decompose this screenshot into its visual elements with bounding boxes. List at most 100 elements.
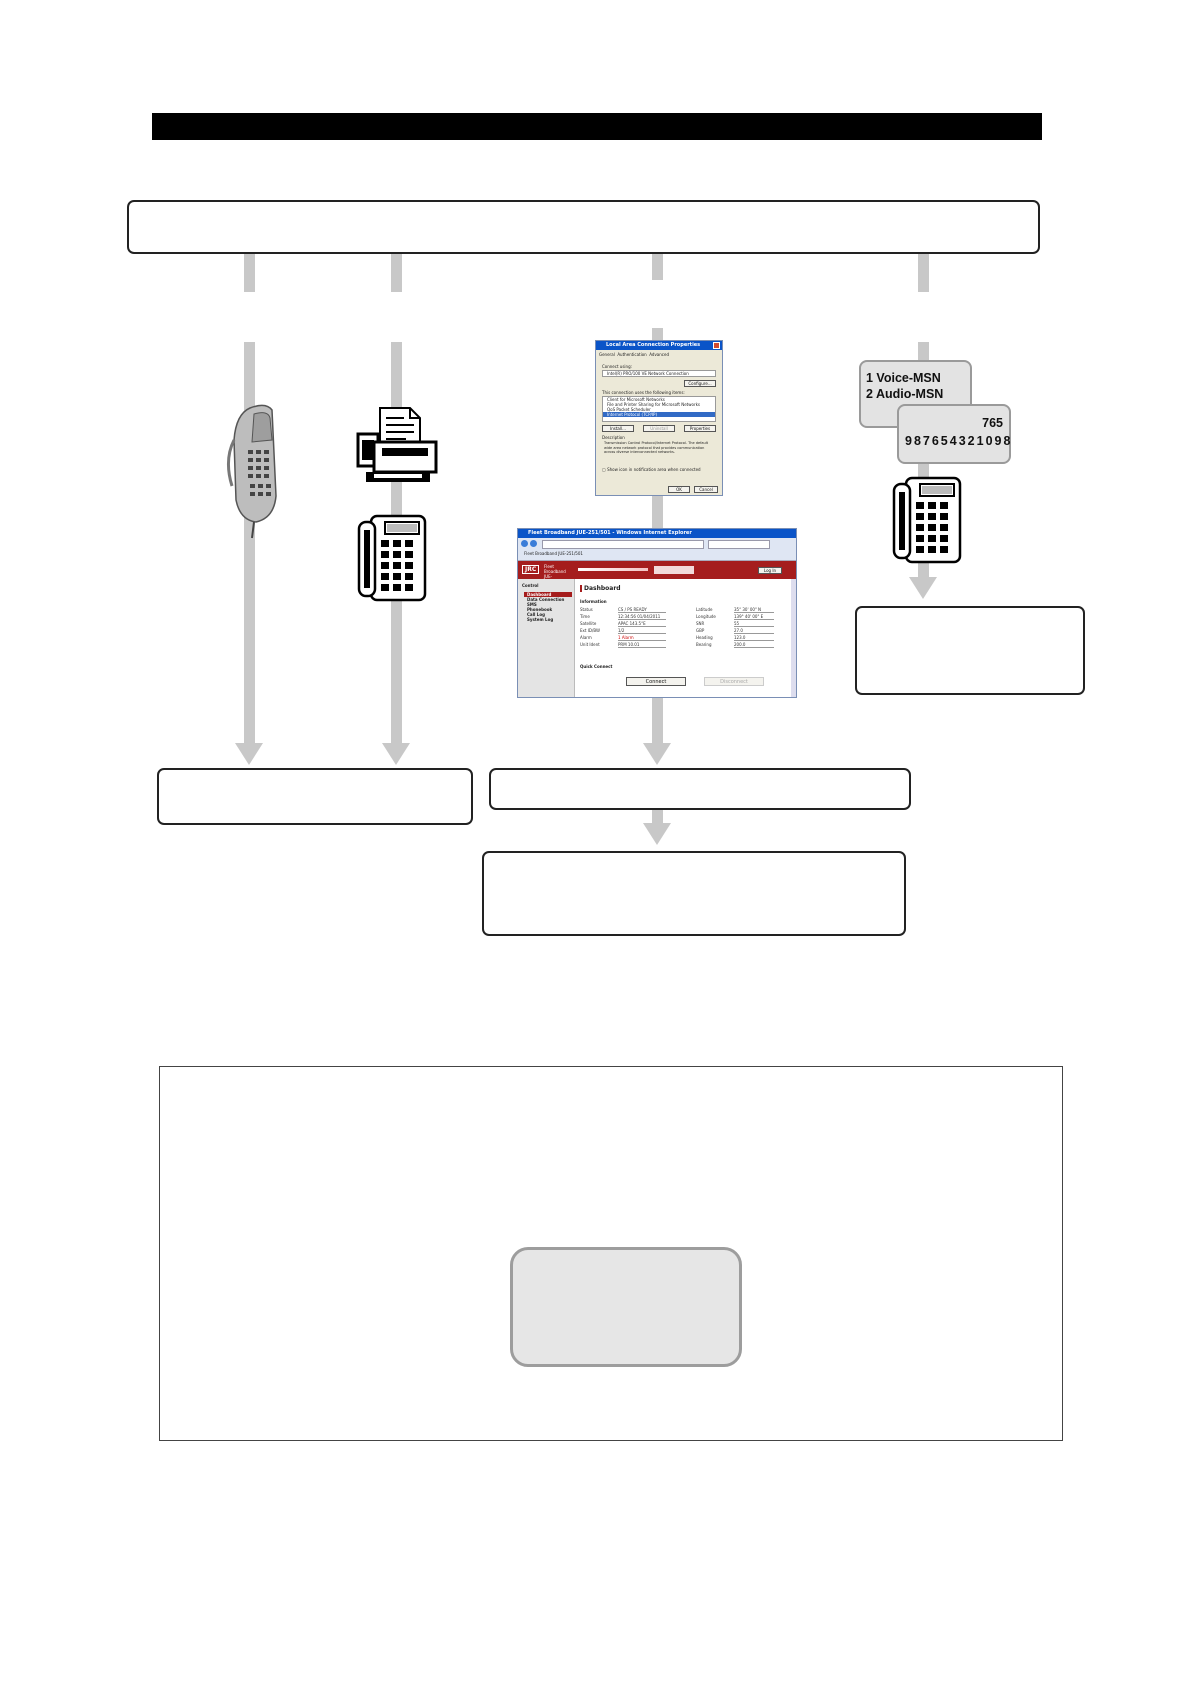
- disconnect-button[interactable]: Disconnect: [704, 677, 764, 686]
- info-value: 123.0: [734, 635, 774, 641]
- status-icons: [654, 566, 694, 574]
- info-label: Status: [580, 607, 593, 612]
- info-label: Longitude: [696, 614, 716, 619]
- top-box: [127, 200, 1040, 254]
- arrow-down-icon: [643, 743, 671, 765]
- sidebar-item-data-connection[interactable]: Data Connection: [527, 597, 565, 602]
- fax-icon: [356, 407, 438, 482]
- info-label: Ext ID/BW: [580, 628, 600, 633]
- address-bar[interactable]: [542, 540, 704, 549]
- info-label: GBP: [696, 628, 705, 633]
- cancel-button[interactable]: Cancel: [694, 486, 718, 493]
- page-title: Dashboard: [580, 585, 621, 592]
- info-label: Satellite: [580, 621, 597, 626]
- info-label: Heading: [696, 635, 713, 640]
- info-value: APAC 143.5°E: [618, 621, 666, 627]
- arrow-down-icon: [909, 577, 937, 599]
- info-label: Alarm: [580, 635, 592, 640]
- sidebar-item-call-log[interactable]: Call Log: [527, 612, 545, 617]
- info-value: PRM 10.01: [618, 642, 666, 648]
- info-label: SNR: [696, 621, 705, 626]
- items-list[interactable]: Client for Microsoft Networks File and P…: [602, 396, 716, 422]
- arrow-down-icon: [235, 743, 263, 765]
- dialog-title: Local Area Connection Properties: [606, 342, 701, 348]
- quick-connect-label: Quick Connect: [580, 664, 613, 669]
- properties-button[interactable]: Properties: [684, 425, 716, 432]
- msn-line-voice: 1 Voice-MSN: [866, 371, 941, 385]
- flow-line-msn-top: [918, 254, 929, 292]
- callout-box: [510, 1247, 742, 1367]
- info-value: 12:34:56 01/04/2011: [618, 614, 666, 620]
- lower-result-box: [482, 851, 906, 936]
- browser-title: Fleet Broadband JUE-251/501 - Windows In…: [528, 530, 692, 536]
- sidebar-item-system-log[interactable]: System Log: [527, 617, 554, 622]
- note-frame: [159, 1066, 1063, 1441]
- flow-line-fax-top: [391, 254, 402, 292]
- info-label: Time: [580, 614, 590, 619]
- info-value: 55: [734, 621, 774, 627]
- tab-authentication[interactable]: Authentication: [617, 352, 647, 357]
- connect-using-label: Connect using:: [602, 364, 632, 369]
- arrow-down-icon: [643, 823, 671, 845]
- alarm-value[interactable]: 1 Alarm: [618, 635, 666, 641]
- adapter-field: Intel(R) PRO/100 VE Network Connection: [602, 370, 716, 377]
- dialog-titlebar: Local Area Connection Properties: [596, 341, 722, 350]
- sidebar-item-dashboard[interactable]: Dashboard: [524, 592, 572, 597]
- info-label: Bearing: [696, 642, 712, 647]
- login-button[interactable]: Log In: [758, 567, 782, 574]
- description-label: Description: [602, 435, 625, 440]
- app-header: JRC Fleet Broadband JUE-251/501 Log In: [518, 561, 796, 584]
- number-card: 765 987654321098: [897, 404, 1011, 464]
- uninstall-button[interactable]: Uninstall: [643, 425, 675, 432]
- install-button[interactable]: Install...: [602, 425, 634, 432]
- info-value: 1/2: [618, 628, 666, 634]
- browser-titlebar: Fleet Broadband JUE-251/501 - Windows In…: [518, 529, 796, 538]
- short-number: 765: [982, 416, 1003, 430]
- list-item[interactable]: File and Printer Sharing for Microsoft N…: [607, 402, 700, 407]
- section-title-bar: [152, 113, 1042, 140]
- configure-button[interactable]: Configure...: [684, 380, 716, 387]
- list-item[interactable]: Client for Microsoft Networks: [607, 397, 665, 402]
- signal-meter: [578, 568, 648, 571]
- forward-icon[interactable]: [530, 540, 537, 547]
- flow-line-pc-lower: [652, 808, 663, 828]
- list-item[interactable]: QoS Packet Scheduler: [607, 407, 651, 412]
- sidebar-item-sms[interactable]: SMS: [527, 602, 537, 607]
- dialog-tabs: General Authentication Advanced: [599, 352, 669, 357]
- ok-button[interactable]: OK: [668, 486, 690, 493]
- info-value: 27.0: [734, 628, 774, 634]
- sidebar-nav: Control Dashboard Data Connection SMS Ph…: [518, 579, 575, 697]
- sidebar-item-phonebook[interactable]: Phonebook: [527, 607, 553, 612]
- tab-advanced[interactable]: Advanced: [649, 352, 669, 357]
- search-input[interactable]: [708, 540, 770, 549]
- show-icon-label: Show icon in notification area when conn…: [607, 467, 701, 472]
- section-information: Information: [580, 599, 607, 604]
- info-left-column: Status CS / PS READY Time 12:34:56 01/04/2…: [580, 607, 680, 649]
- browser-toolbar: Fleet Broadband JUE-251/501: [518, 538, 796, 561]
- flow-line-handset: [244, 342, 255, 750]
- middle-step-box: [489, 768, 911, 810]
- nav-header: Control: [522, 583, 539, 588]
- connect-button[interactable]: Connect: [626, 677, 686, 686]
- show-icon-checkbox[interactable]: ▢ Show icon in notification area when co…: [602, 467, 701, 472]
- telephone-icon: [357, 514, 427, 602]
- arrow-down-icon: [382, 743, 410, 765]
- back-icon[interactable]: [521, 540, 528, 547]
- scrollbar[interactable]: [791, 579, 796, 697]
- tab-general[interactable]: General: [599, 352, 615, 357]
- items-label: This connection uses the following items…: [602, 390, 685, 395]
- info-label: Unit Ident: [580, 642, 600, 647]
- info-value: CS / PS READY: [618, 607, 666, 613]
- flow-line-pc-top: [652, 254, 663, 280]
- lan-properties-dialog: Local Area Connection Properties General…: [595, 340, 723, 496]
- favorites-tab[interactable]: Fleet Broadband JUE-251/501: [524, 551, 583, 556]
- left-result-box: [157, 768, 473, 825]
- info-value: 35° 30' 00" N: [734, 607, 774, 613]
- handset-icon: [227, 404, 277, 539]
- list-item[interactable]: Internet Protocol (TCP/IP): [603, 412, 715, 417]
- jrc-logo: JRC: [522, 565, 540, 574]
- right-result-box: [855, 606, 1085, 695]
- info-value: 139° 40' 00" E: [734, 614, 774, 620]
- close-icon[interactable]: [713, 342, 720, 349]
